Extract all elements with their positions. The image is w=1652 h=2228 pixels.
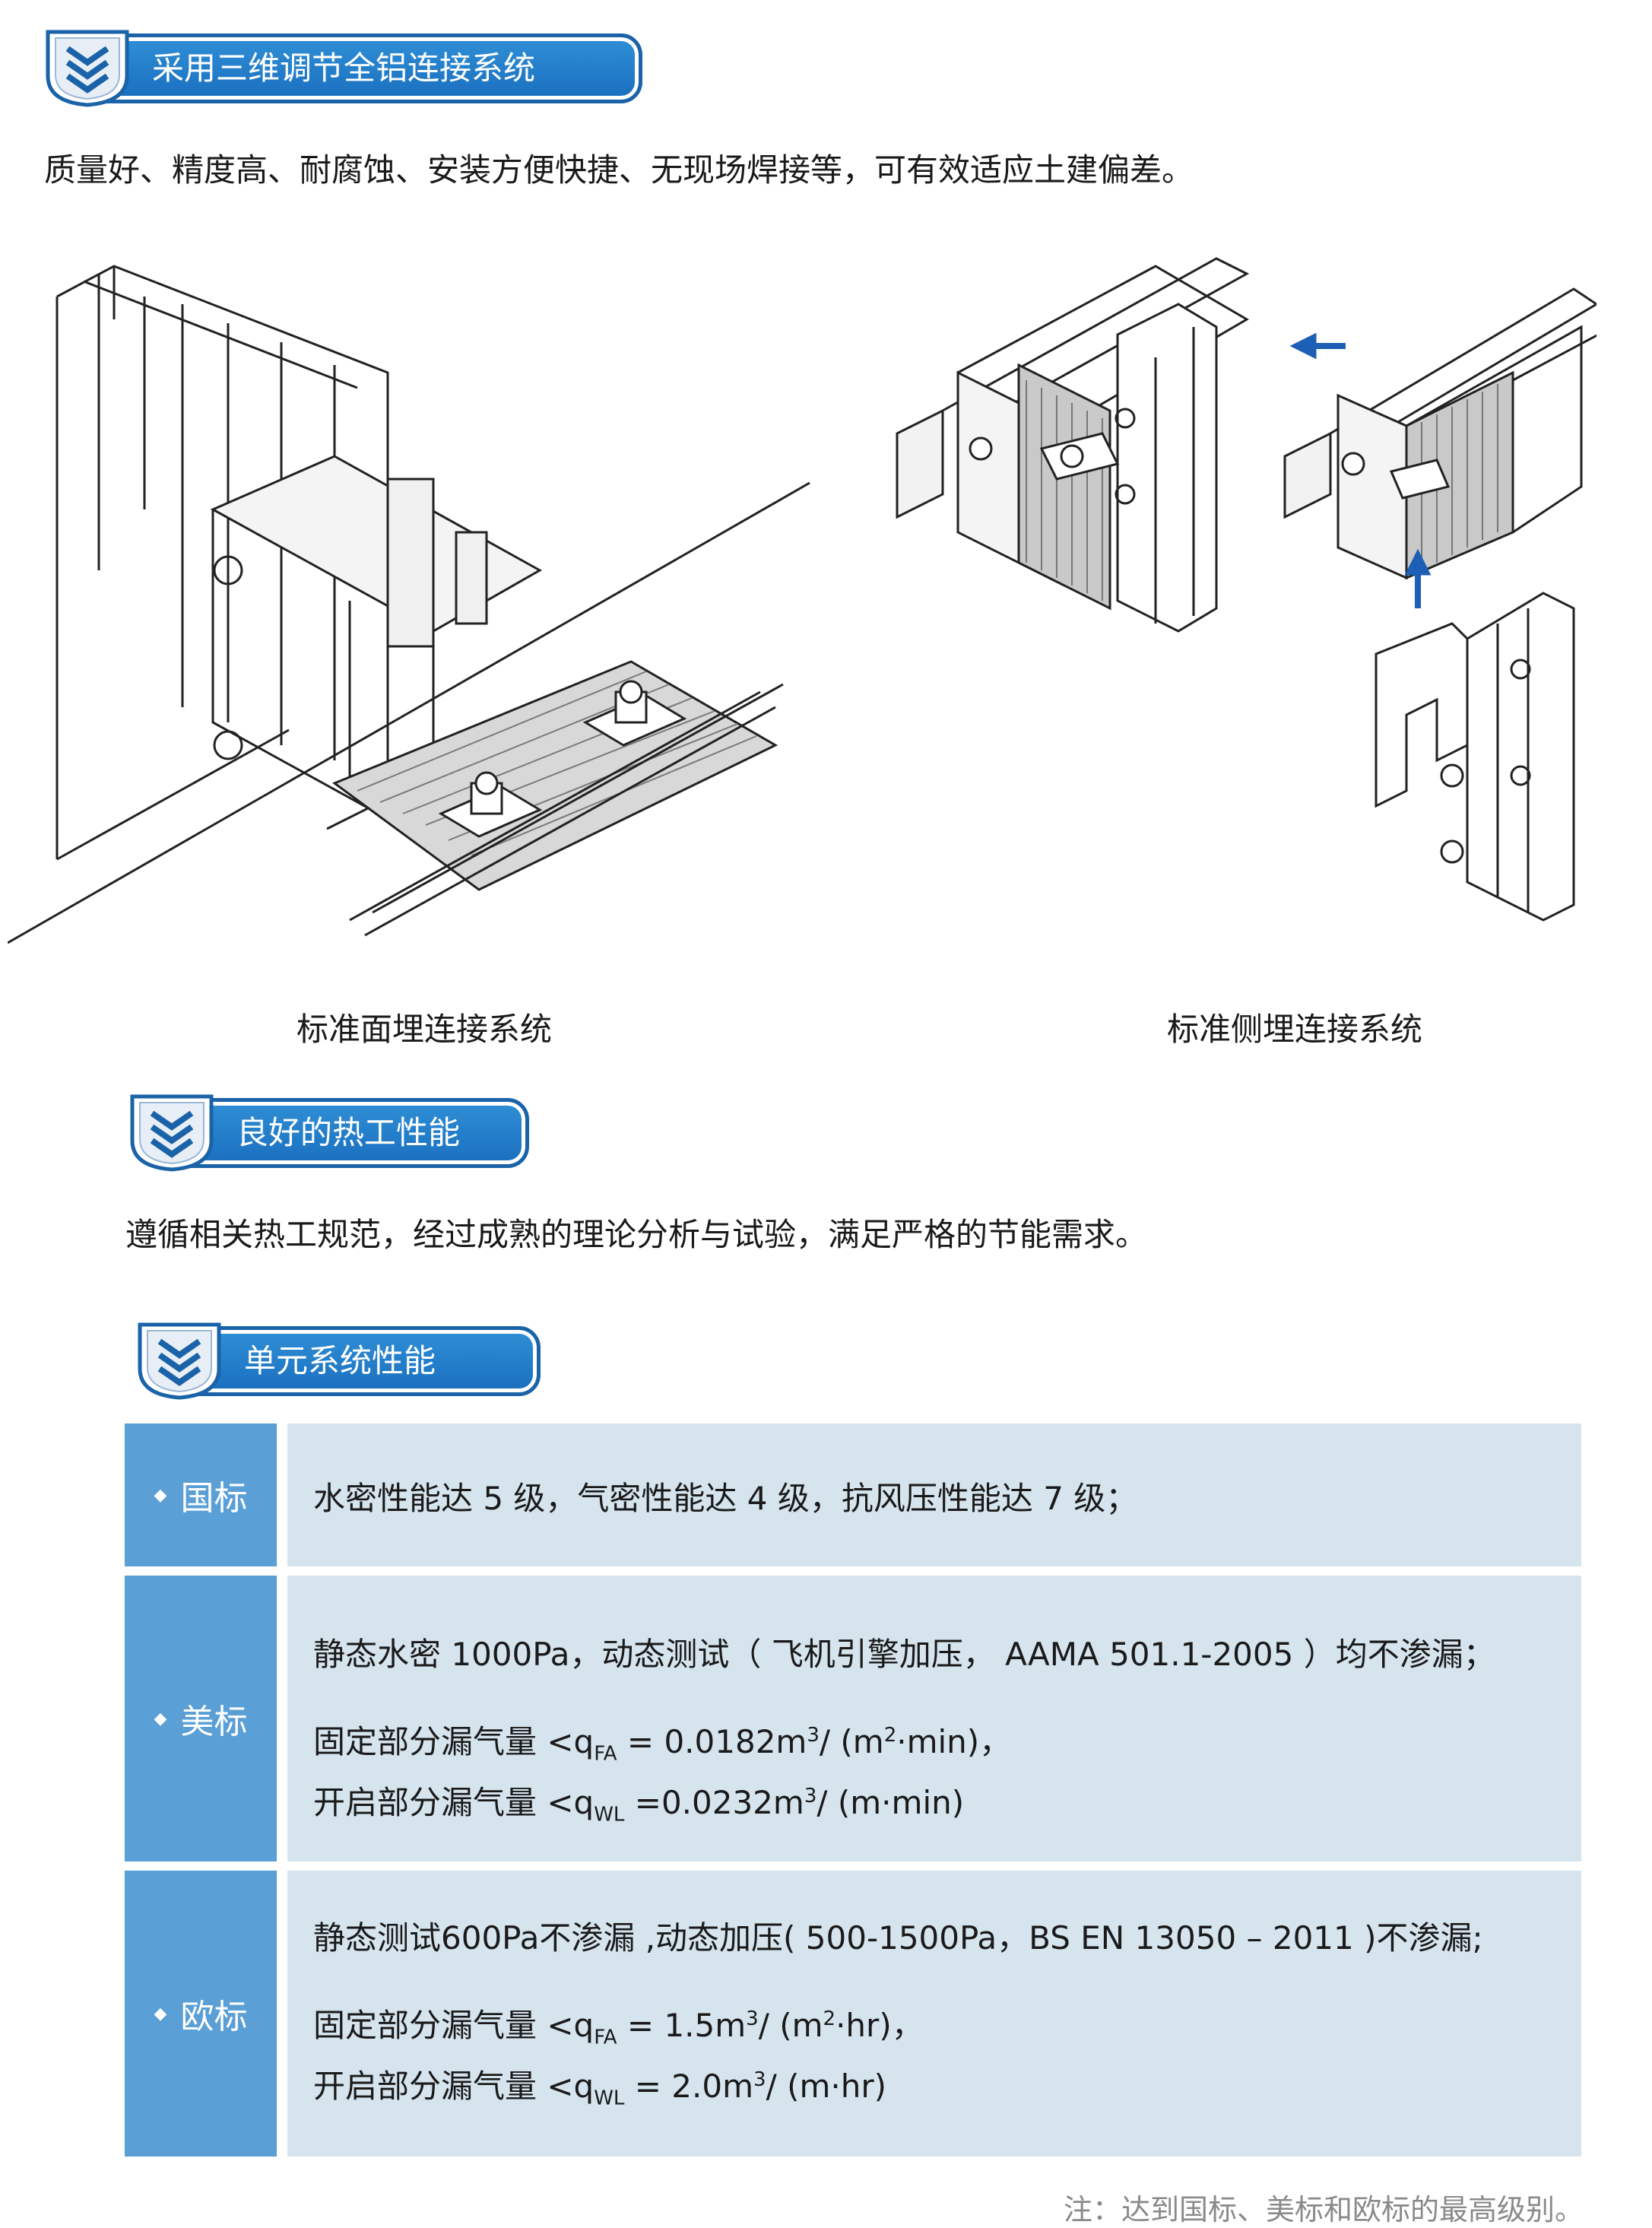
left-figure-caption: 标准面埋连接系统: [296, 1011, 553, 1048]
section-header-2: 良好的热工性能: [119, 1093, 529, 1173]
header-pill: [65, 33, 642, 103]
row-line: 静态测试600Pa不渗漏 ,动态加压( 500-1500Pa，BS EN 130…: [313, 1919, 1483, 1957]
row-body-eu: 静态测试600Pa不渗漏 ,动态加压( 500-1500Pa，BS EN 130…: [287, 1871, 1581, 2157]
row-label-text: 国标: [180, 1479, 248, 1518]
section-title: 采用三维调节全铝连接系统: [152, 49, 536, 87]
row-body-gb: 水密性能达 5 级，气密性能达 4 级，抗风压性能达 7 级；: [287, 1423, 1581, 1566]
diamond-icon: ◆: [154, 1485, 167, 1505]
chevron-badge-icon: [46, 30, 129, 107]
section-title: 良好的热工性能: [236, 1114, 461, 1151]
section-header-3: 单元系统性能: [126, 1322, 541, 1401]
row-line: 固定部分漏气量 <qFA = 0.0182m3/ (m2·min)，: [313, 1723, 1012, 1766]
section-header-1: 采用三维调节全铝连接系统: [34, 29, 642, 108]
footnote: 注：达到国标、美标和欧标的最高级别。: [1063, 2193, 1584, 2226]
row-line: 水密性能达 5 级，气密性能达 4 级，抗风压性能达 7 级；: [313, 1480, 1138, 1517]
face-embedded-connection-illustration: [8, 265, 810, 944]
row-line: 固定部分漏气量 <qFA = 1.5m3/ (m2·hr)，: [313, 2007, 924, 2049]
row-line: 开启部分漏气量 <qWL =0.0232m3/ (m·min): [313, 1784, 965, 1827]
chevron-badge-icon: [138, 1322, 221, 1400]
row-label-text: 美标: [180, 1703, 248, 1741]
right-figure-caption: 标准侧埋连接系统: [1167, 1011, 1423, 1048]
chevron-badge-icon: [130, 1094, 214, 1172]
row-label-gb: ◆ 国标: [125, 1423, 277, 1566]
side-embedded-connection-illustration: [896, 257, 1597, 922]
row-label-text: 欧标: [180, 1998, 248, 2036]
diamond-icon: ◆: [154, 2004, 167, 2023]
section-2-text: 遵循相关热工规范，经过成熟的理论分析与试验，满足严格的节能需求。: [125, 1216, 1148, 1253]
row-label-us: ◆ 美标: [125, 1576, 277, 1861]
section-1-text: 质量好、精度高、耐腐蚀、安装方便快捷、无现场焊接等，可有效适应土建偏差。: [44, 151, 1194, 189]
row-line: 开启部分漏气量 <qWL = 2.0m3/ (m·hr): [313, 2068, 886, 2110]
diamond-icon: ◆: [154, 1709, 167, 1728]
row-body-us: 静态水密 1000Pa，动态测试（ 飞机引擎加压， AAMA 501.1-200…: [287, 1576, 1581, 1861]
row-line: 静态水密 1000Pa，动态测试（ 飞机引擎加压， AAMA 501.1-200…: [313, 1636, 1495, 1673]
row-label-eu: ◆ 欧标: [125, 1871, 277, 2157]
section-title: 单元系统性能: [244, 1342, 436, 1379]
